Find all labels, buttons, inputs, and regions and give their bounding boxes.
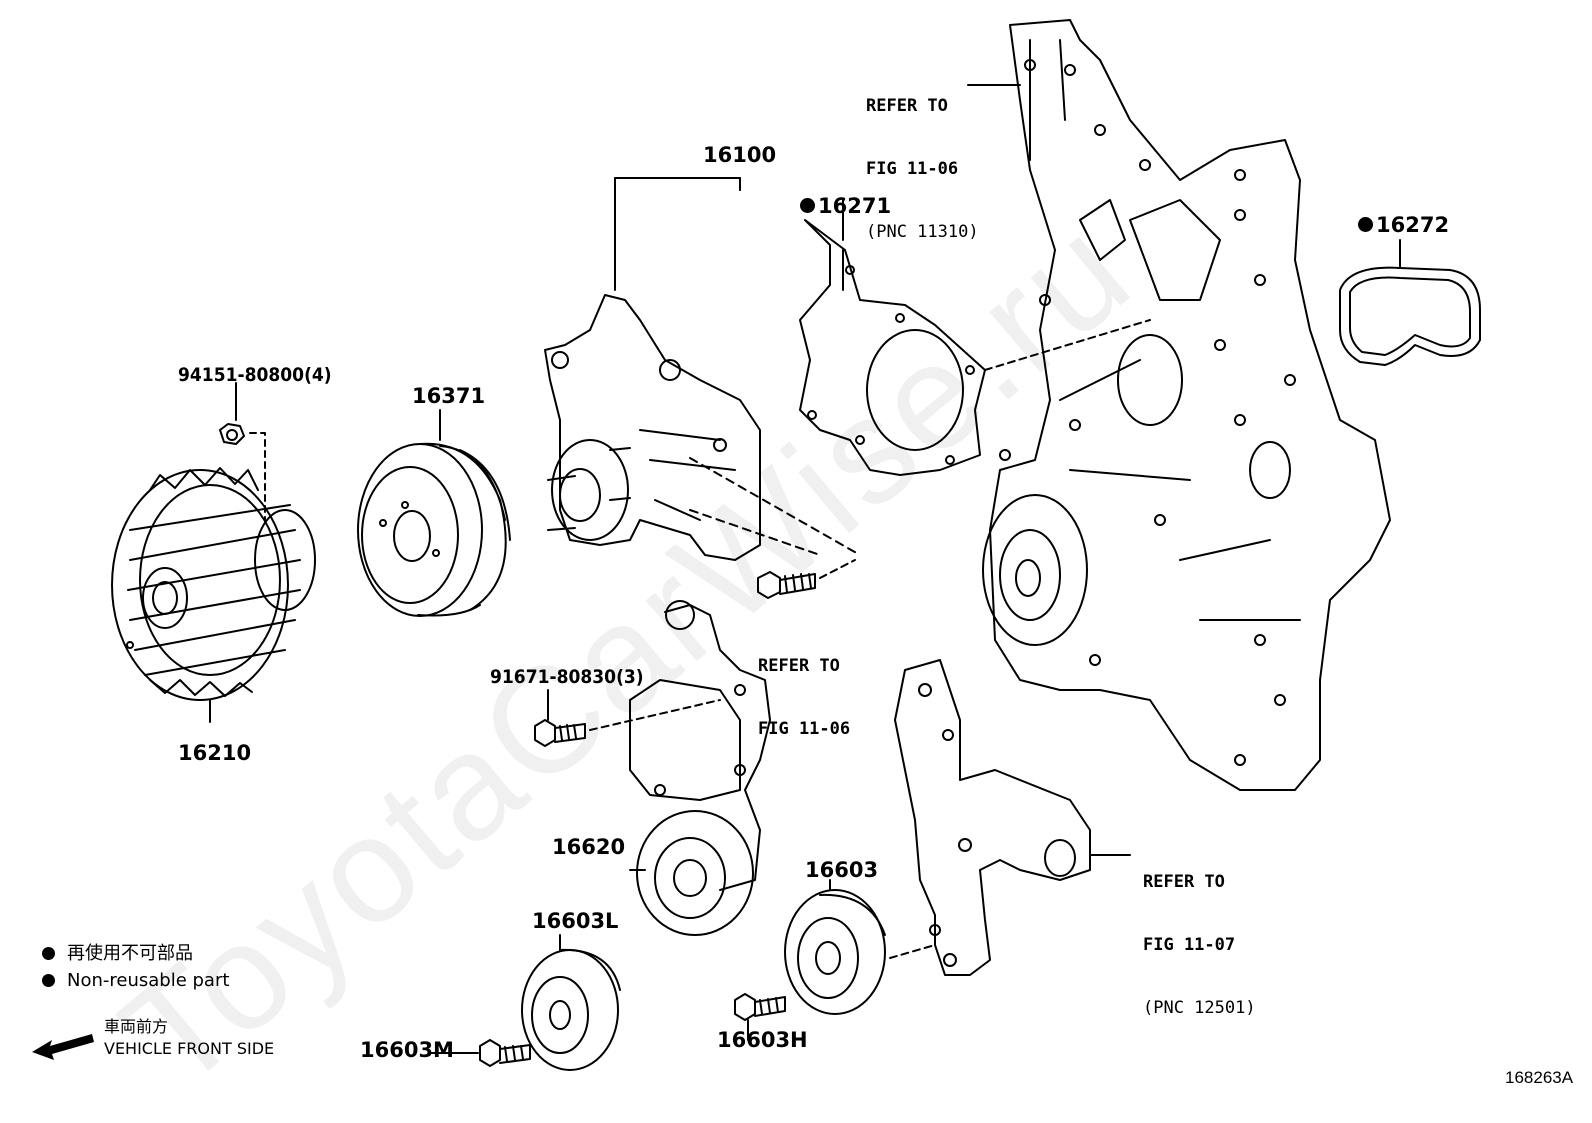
- label-16620: 16620: [552, 835, 626, 859]
- diagram-code: 168263A: [1505, 1068, 1574, 1087]
- idler-16603: [784, 879, 936, 1015]
- label-16100: 16100: [703, 143, 777, 167]
- refer-note-right: REFER TO FIG 11-07 (PNC 12501): [1143, 872, 1256, 1018]
- non-reusable-dot-icon: [42, 946, 55, 960]
- label-94151: 94151-80800(4): [178, 364, 332, 386]
- non-reusable-dot-icon: [1358, 216, 1373, 232]
- water-pump-16100: [544, 177, 861, 561]
- label-91671: 91671-80830(3): [490, 666, 644, 688]
- refer-note-middle: REFER TO FIG 11-06: [758, 656, 851, 739]
- non-reusable-dot-icon: [800, 197, 815, 213]
- non-reusable-dot-icon: [42, 973, 55, 987]
- front-arrow-icon: [32, 1034, 94, 1060]
- label-16603L: 16603L: [532, 909, 619, 933]
- bolt-91671: [534, 689, 721, 747]
- bolt-16603M: [429, 1039, 531, 1067]
- fan-clutch-16210: [111, 467, 316, 723]
- label-16603: 16603: [805, 858, 879, 882]
- refer-note-top: REFER TO FIG 11-06 (PNC 11310): [866, 96, 979, 242]
- pulley-16371: [357, 409, 511, 617]
- label-16271: 16271: [800, 194, 891, 218]
- label-16603M: 16603M: [360, 1038, 454, 1062]
- label-16272: 16272: [1358, 213, 1449, 237]
- gasket-16272: [1339, 239, 1481, 366]
- timing-cover: [982, 19, 1391, 791]
- label-16210: 16210: [178, 741, 252, 765]
- label-16371: 16371: [412, 384, 486, 408]
- nut-94151: [219, 382, 266, 521]
- gasket-16271: [799, 199, 1151, 476]
- parts-diagram: [32, 19, 1481, 1071]
- idler-bracket: [894, 659, 1131, 976]
- bolt-refer-11-06: [757, 559, 856, 599]
- bolt-16603H: [734, 993, 786, 1041]
- idler-16603L: [521, 934, 621, 1071]
- legend-item-jp: 再使用不可部品: [42, 940, 229, 967]
- label-16603H: 16603H: [717, 1028, 808, 1052]
- tensioner-16620: [629, 600, 771, 936]
- vehicle-front-label: 車両前方 VEHICLE FRONT SIDE: [104, 1017, 275, 1058]
- legend-item-en: Non-reusable part: [42, 967, 229, 994]
- legend: 再使用不可部品 Non-reusable part: [42, 940, 229, 994]
